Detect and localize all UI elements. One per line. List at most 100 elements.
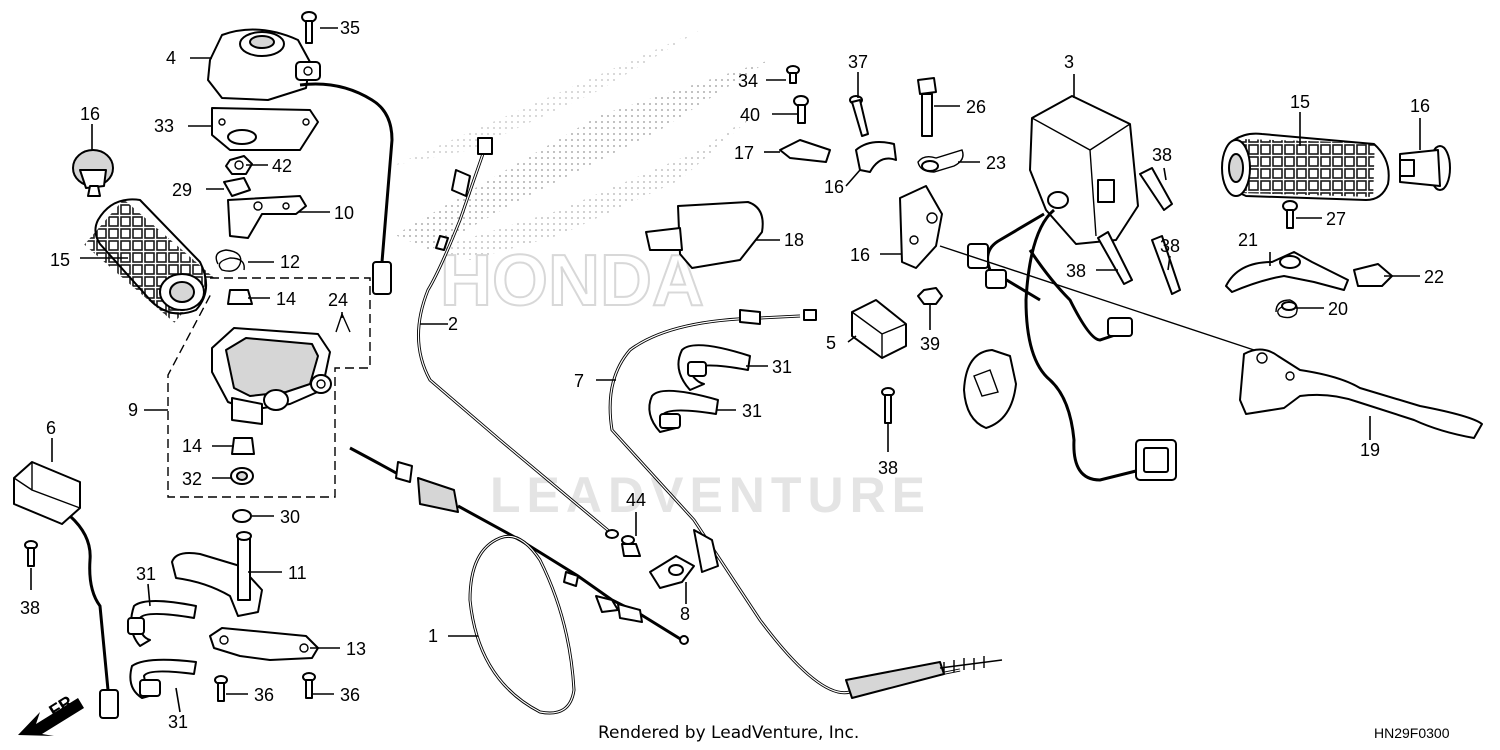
callout-43: 42 [272,156,292,176]
callout-44: 44 [626,490,646,510]
connector-small [1107,317,1133,337]
nut-43 [225,155,253,175]
callout-4: 4 [166,48,176,68]
brake-switch-17 [899,185,943,269]
grip-right [1221,132,1390,201]
callout-38-middle: 38 [1066,261,1086,281]
return-spring [215,249,245,272]
callout-29: 29 [172,180,192,200]
relay-6 [13,461,81,525]
callout-14-upper: 14 [276,289,296,309]
callout-7: 7 [574,371,584,391]
callout-labels: 4 35 33 16 42 29 10 12 15 14 24 2 9 14 3… [20,18,1444,732]
callout-28: 27 [1326,209,1346,229]
honda-wing-watermark [395,30,770,260]
nut-42 [917,287,943,305]
callout-34: 34 [738,71,758,91]
callout-37: 37 [848,52,868,72]
brake-cable-7 [608,309,1003,699]
callout-25: 23 [986,153,1006,173]
callout-18: 16 [824,177,844,197]
throttle-lever-plate [227,195,307,239]
band-31-center-lower [648,389,719,433]
callout-3: 3 [1064,52,1074,72]
callout-15-left: 15 [50,250,70,270]
leader-lines [30,27,1421,713]
bolt-44 [621,535,641,557]
screw-36-right [302,672,316,699]
honda-watermark-text: HONDA [440,241,704,321]
callout-33: 33 [154,116,174,136]
callout-17: 16 [850,245,870,265]
cover-20 [645,201,764,269]
switch-wire-3c [1028,249,1131,342]
callout-30: 30 [280,507,300,527]
pin-26 [335,312,351,333]
throttle-cable-2 [417,137,619,539]
relay-wire [68,514,110,691]
front-direction-arrow-icon [18,698,84,736]
bolt-41 [881,387,895,424]
throttle-housing [211,327,332,425]
lever-guide-line [939,245,1255,351]
callout-9: 9 [128,400,138,420]
callout-38-upper: 38 [1152,145,1172,165]
plate-19 [779,139,831,163]
washer-30 [232,509,252,523]
collar-14-lower [231,437,255,455]
band-31-center-upper [677,344,751,391]
callout-12: 12 [280,252,300,272]
callout-36-left: 36 [254,685,274,705]
callout-16-right: 16 [1410,96,1430,116]
collar-14-upper [227,289,253,305]
callout-1: 1 [428,626,438,646]
bolt-27 [917,77,937,137]
throttle-housing-cover [207,28,321,101]
callout-11: 11 [288,563,307,583]
callout-35: 35 [340,18,360,38]
grip-left [84,198,214,323]
throttle-switch-wire [299,82,394,263]
callout-2: 2 [448,314,458,334]
callout-27: 26 [966,97,986,117]
connector-switch-b [985,269,1007,289]
choke-cable-assembly [349,446,689,715]
throttle-plate [211,107,319,151]
callout-5: 5 [826,333,836,353]
callout-38-lower: 38 [1160,236,1180,256]
switch-wire-3a [1024,208,1141,482]
bracket-18 [855,141,897,173]
cable-holder [209,627,319,661]
relay-connector [99,689,119,719]
screw-36-left [214,675,228,702]
diagram-code: HN29F0300 [1374,725,1450,741]
band-31-left-upper [127,600,197,647]
screw-37 [849,95,869,137]
lock-lever-23 [1225,251,1349,293]
screw-34 [786,65,800,84]
callout-31-left-upper: 31 [136,564,156,584]
callout-6: 6 [46,418,56,438]
callout-26: 24 [328,290,348,310]
callout-10: 10 [334,203,354,223]
screw-38-middle [1097,231,1133,285]
grip-end-cap-right [1399,145,1451,191]
rendered-by-credit: Rendered by LeadVenture, Inc. [598,723,859,743]
screw-39 [793,95,809,124]
switch-housing-3 [1029,95,1139,245]
callout-15-right: 15 [1290,92,1310,112]
screw-38-upper [1139,167,1173,211]
cable-clamp-8 [649,555,695,589]
callout-19: 17 [734,143,754,163]
switch-5 [851,299,907,359]
callout-41: 38 [878,458,898,478]
knob-24 [1353,263,1393,287]
callout-16-left: 16 [80,104,100,124]
callout-13: 13 [346,639,366,659]
spring-22 [1275,299,1298,319]
callout-14-lower: 14 [182,436,202,456]
callout-22: 20 [1328,299,1348,319]
callout-21: 19 [1360,440,1380,460]
callout-39: 40 [740,105,760,125]
